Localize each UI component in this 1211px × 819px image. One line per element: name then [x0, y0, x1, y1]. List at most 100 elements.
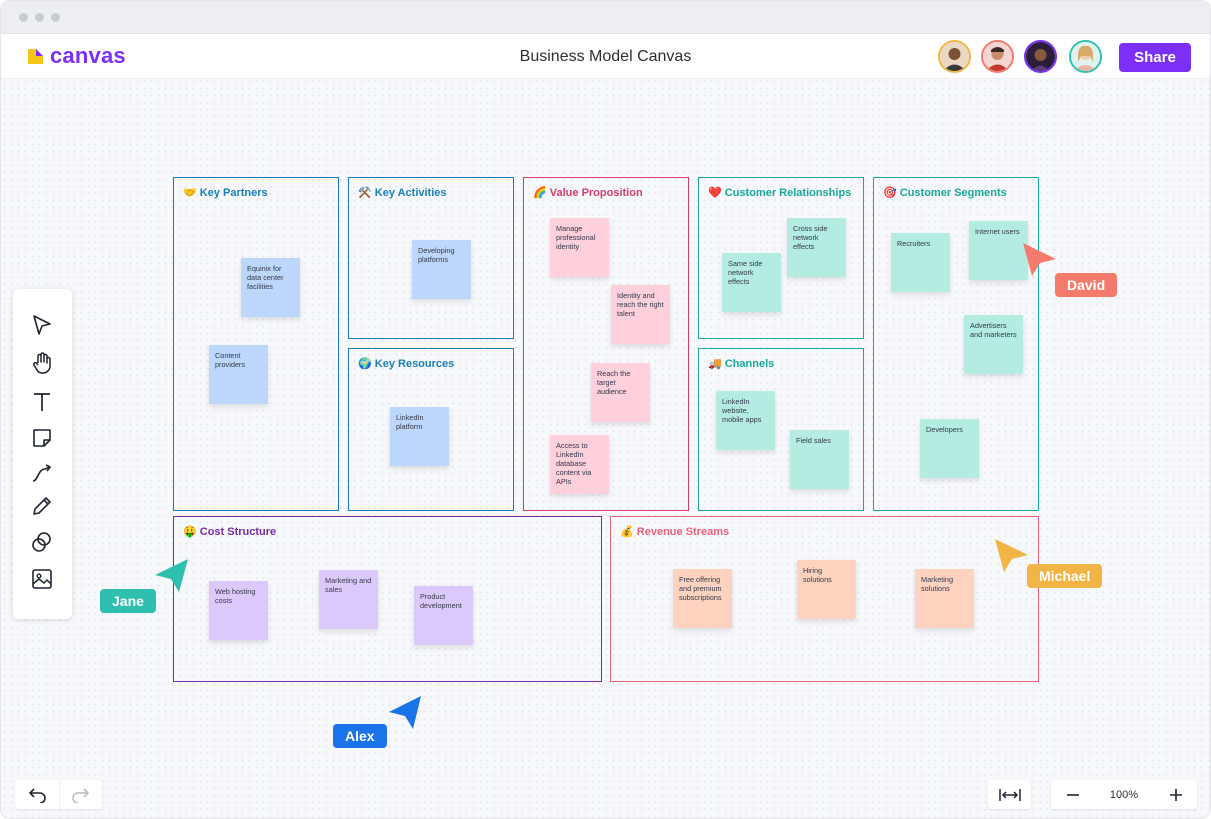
customer-relationships-section[interactable]: ❤️ Customer Relationships Cross side net… [698, 177, 864, 339]
sticky-note[interactable]: Identity and reach the right talent [611, 285, 670, 344]
connector-tool[interactable] [28, 459, 56, 487]
value-proposition-section[interactable]: 🌈 Value Proposition Manage professional … [523, 177, 689, 511]
sticky-note[interactable]: Recruiters [891, 233, 950, 292]
collaborator-label-jane: Jane [100, 589, 156, 613]
revenue-streams-section[interactable]: 💰 Revenue Streams Free offering and prem… [610, 516, 1039, 682]
text-icon [34, 393, 50, 411]
redo-button[interactable] [59, 780, 102, 809]
window-maximize-dot[interactable] [51, 13, 60, 22]
avatar-user-4[interactable] [1069, 40, 1102, 73]
section-title: ⚒️ Key Activities [358, 187, 447, 199]
top-bar: canvas Business Model Canvas Share [1, 34, 1210, 79]
section-title: 🎯 Customer Segments [883, 187, 1007, 199]
heart-icon: ❤️ [708, 187, 722, 199]
key-partners-section[interactable]: 🤝 Key Partners Equinix for data center f… [173, 177, 339, 511]
sticky-note[interactable]: Marketing and sales [319, 570, 378, 629]
image-tool[interactable] [28, 565, 56, 593]
sticky-note[interactable]: Equinix for data center facilities [241, 258, 300, 317]
section-title: 🌈 Value Proposition [533, 187, 643, 199]
handshake-icon: 🤝 [183, 187, 197, 199]
collaborator-cursor-icon [995, 539, 1028, 572]
zoom-in-button[interactable] [1154, 780, 1197, 809]
globe-icon: 🌍 [358, 358, 372, 370]
collaborator-cursor-icon [1023, 243, 1056, 276]
avatar-user-2[interactable] [981, 40, 1014, 73]
collaborator-label-david: David [1055, 273, 1118, 297]
zoom-level: 100% [1109, 788, 1139, 801]
redo-icon [72, 787, 90, 803]
channels-section[interactable]: 🚚 Channels LinkedIn website, mobile apps… [698, 348, 864, 511]
sticky-note-tool[interactable] [28, 424, 56, 452]
sticky-note[interactable]: Field sales [790, 430, 849, 489]
sticky-note[interactable]: Advertisers and marketers [964, 315, 1023, 374]
undo-icon [28, 787, 46, 803]
avatar-user-3[interactable] [1024, 40, 1057, 73]
sticky-note[interactable]: Access to LinkedIn database content via … [550, 435, 609, 494]
sticky-note[interactable]: Content providers [209, 345, 268, 404]
shapes-tool[interactable] [28, 528, 56, 556]
app-name: canvas [50, 43, 126, 68]
share-button[interactable]: Share [1119, 43, 1191, 72]
text-tool[interactable] [28, 388, 56, 416]
collaborator-label-michael: Michael [1027, 564, 1103, 588]
sticky-note[interactable]: Reach the target audience [591, 363, 650, 422]
sticky-note[interactable]: Hiring solutions [797, 560, 856, 619]
sticky-note[interactable]: Same side network effects [722, 253, 781, 312]
sticky-note[interactable]: Internet users [969, 221, 1028, 280]
window-close-dot[interactable] [19, 13, 28, 22]
cost-structure-section[interactable]: 🤑 Cost Structure Web hosting costs Marke… [173, 516, 602, 682]
plus-icon [1169, 788, 1182, 801]
section-title: 🤑 Cost Structure [183, 526, 277, 538]
section-title: 🤝 Key Partners [183, 187, 268, 199]
document-title[interactable]: Business Model Canvas [519, 48, 692, 65]
section-title: 🚚 Channels [708, 358, 775, 370]
sticky-note-icon [33, 429, 51, 447]
undo-button[interactable] [15, 780, 58, 809]
key-activities-section[interactable]: ⚒️ Key Activities Developing platforms [348, 177, 514, 339]
select-tool[interactable] [28, 311, 56, 339]
zoom-controls: 100% [1051, 780, 1197, 809]
image-icon [32, 569, 52, 589]
app-logo[interactable]: canvas [27, 43, 126, 69]
money-face-icon: 🤑 [183, 526, 197, 538]
window-chrome [1, 1, 1210, 34]
truck-icon: 🚚 [708, 358, 722, 370]
pen-tool[interactable] [28, 492, 56, 520]
hand-tool[interactable] [28, 349, 56, 377]
shapes-icon [32, 532, 51, 552]
section-title: ❤️ Customer Relationships [708, 187, 852, 199]
sticky-note[interactable]: Manage professional identity [550, 218, 609, 277]
sticky-note[interactable]: Product development [414, 586, 473, 645]
sticky-note[interactable]: LinkedIn platform [390, 407, 449, 466]
fit-width-icon [998, 788, 1021, 801]
sticky-note[interactable]: Developers [920, 419, 979, 478]
fit-to-width-button[interactable] [988, 780, 1031, 809]
history-controls [15, 780, 102, 809]
tools-icon: ⚒️ [358, 187, 372, 199]
sticky-note[interactable]: Cross side network effects [787, 218, 846, 277]
sticky-note[interactable]: Web hosting costs [209, 581, 268, 640]
sticky-note[interactable]: Developing platforms [412, 240, 471, 299]
zoom-out-button[interactable] [1051, 780, 1094, 809]
fit-width-control [988, 780, 1031, 809]
hand-icon [33, 352, 51, 374]
rainbow-icon: 🌈 [533, 187, 547, 199]
sticky-note[interactable]: Marketing solutions [915, 569, 974, 628]
sticky-note[interactable]: LinkedIn website, mobile apps [716, 391, 775, 450]
section-title: 💰 Revenue Streams [620, 526, 730, 538]
collaborator-cursor-icon [155, 559, 188, 592]
avatar-user-1[interactable] [938, 40, 971, 73]
window-minimize-dot[interactable] [35, 13, 44, 22]
collaborator-cursor-icon [389, 696, 421, 729]
minus-icon [1066, 793, 1079, 796]
pencil-icon [33, 497, 51, 515]
logo-icon [27, 48, 44, 65]
money-bag-icon: 💰 [620, 526, 634, 538]
sticky-note[interactable]: Free offering and premium subscriptions [673, 569, 732, 628]
customer-segments-section[interactable]: 🎯 Customer Segments Recruiters Internet … [873, 177, 1039, 511]
key-resources-section[interactable]: 🌍 Key Resources LinkedIn platform [348, 348, 514, 511]
collaborator-label-alex: Alex [333, 724, 387, 748]
tools-toolbar [13, 289, 72, 619]
section-title: 🌍 Key Resources [358, 358, 455, 370]
